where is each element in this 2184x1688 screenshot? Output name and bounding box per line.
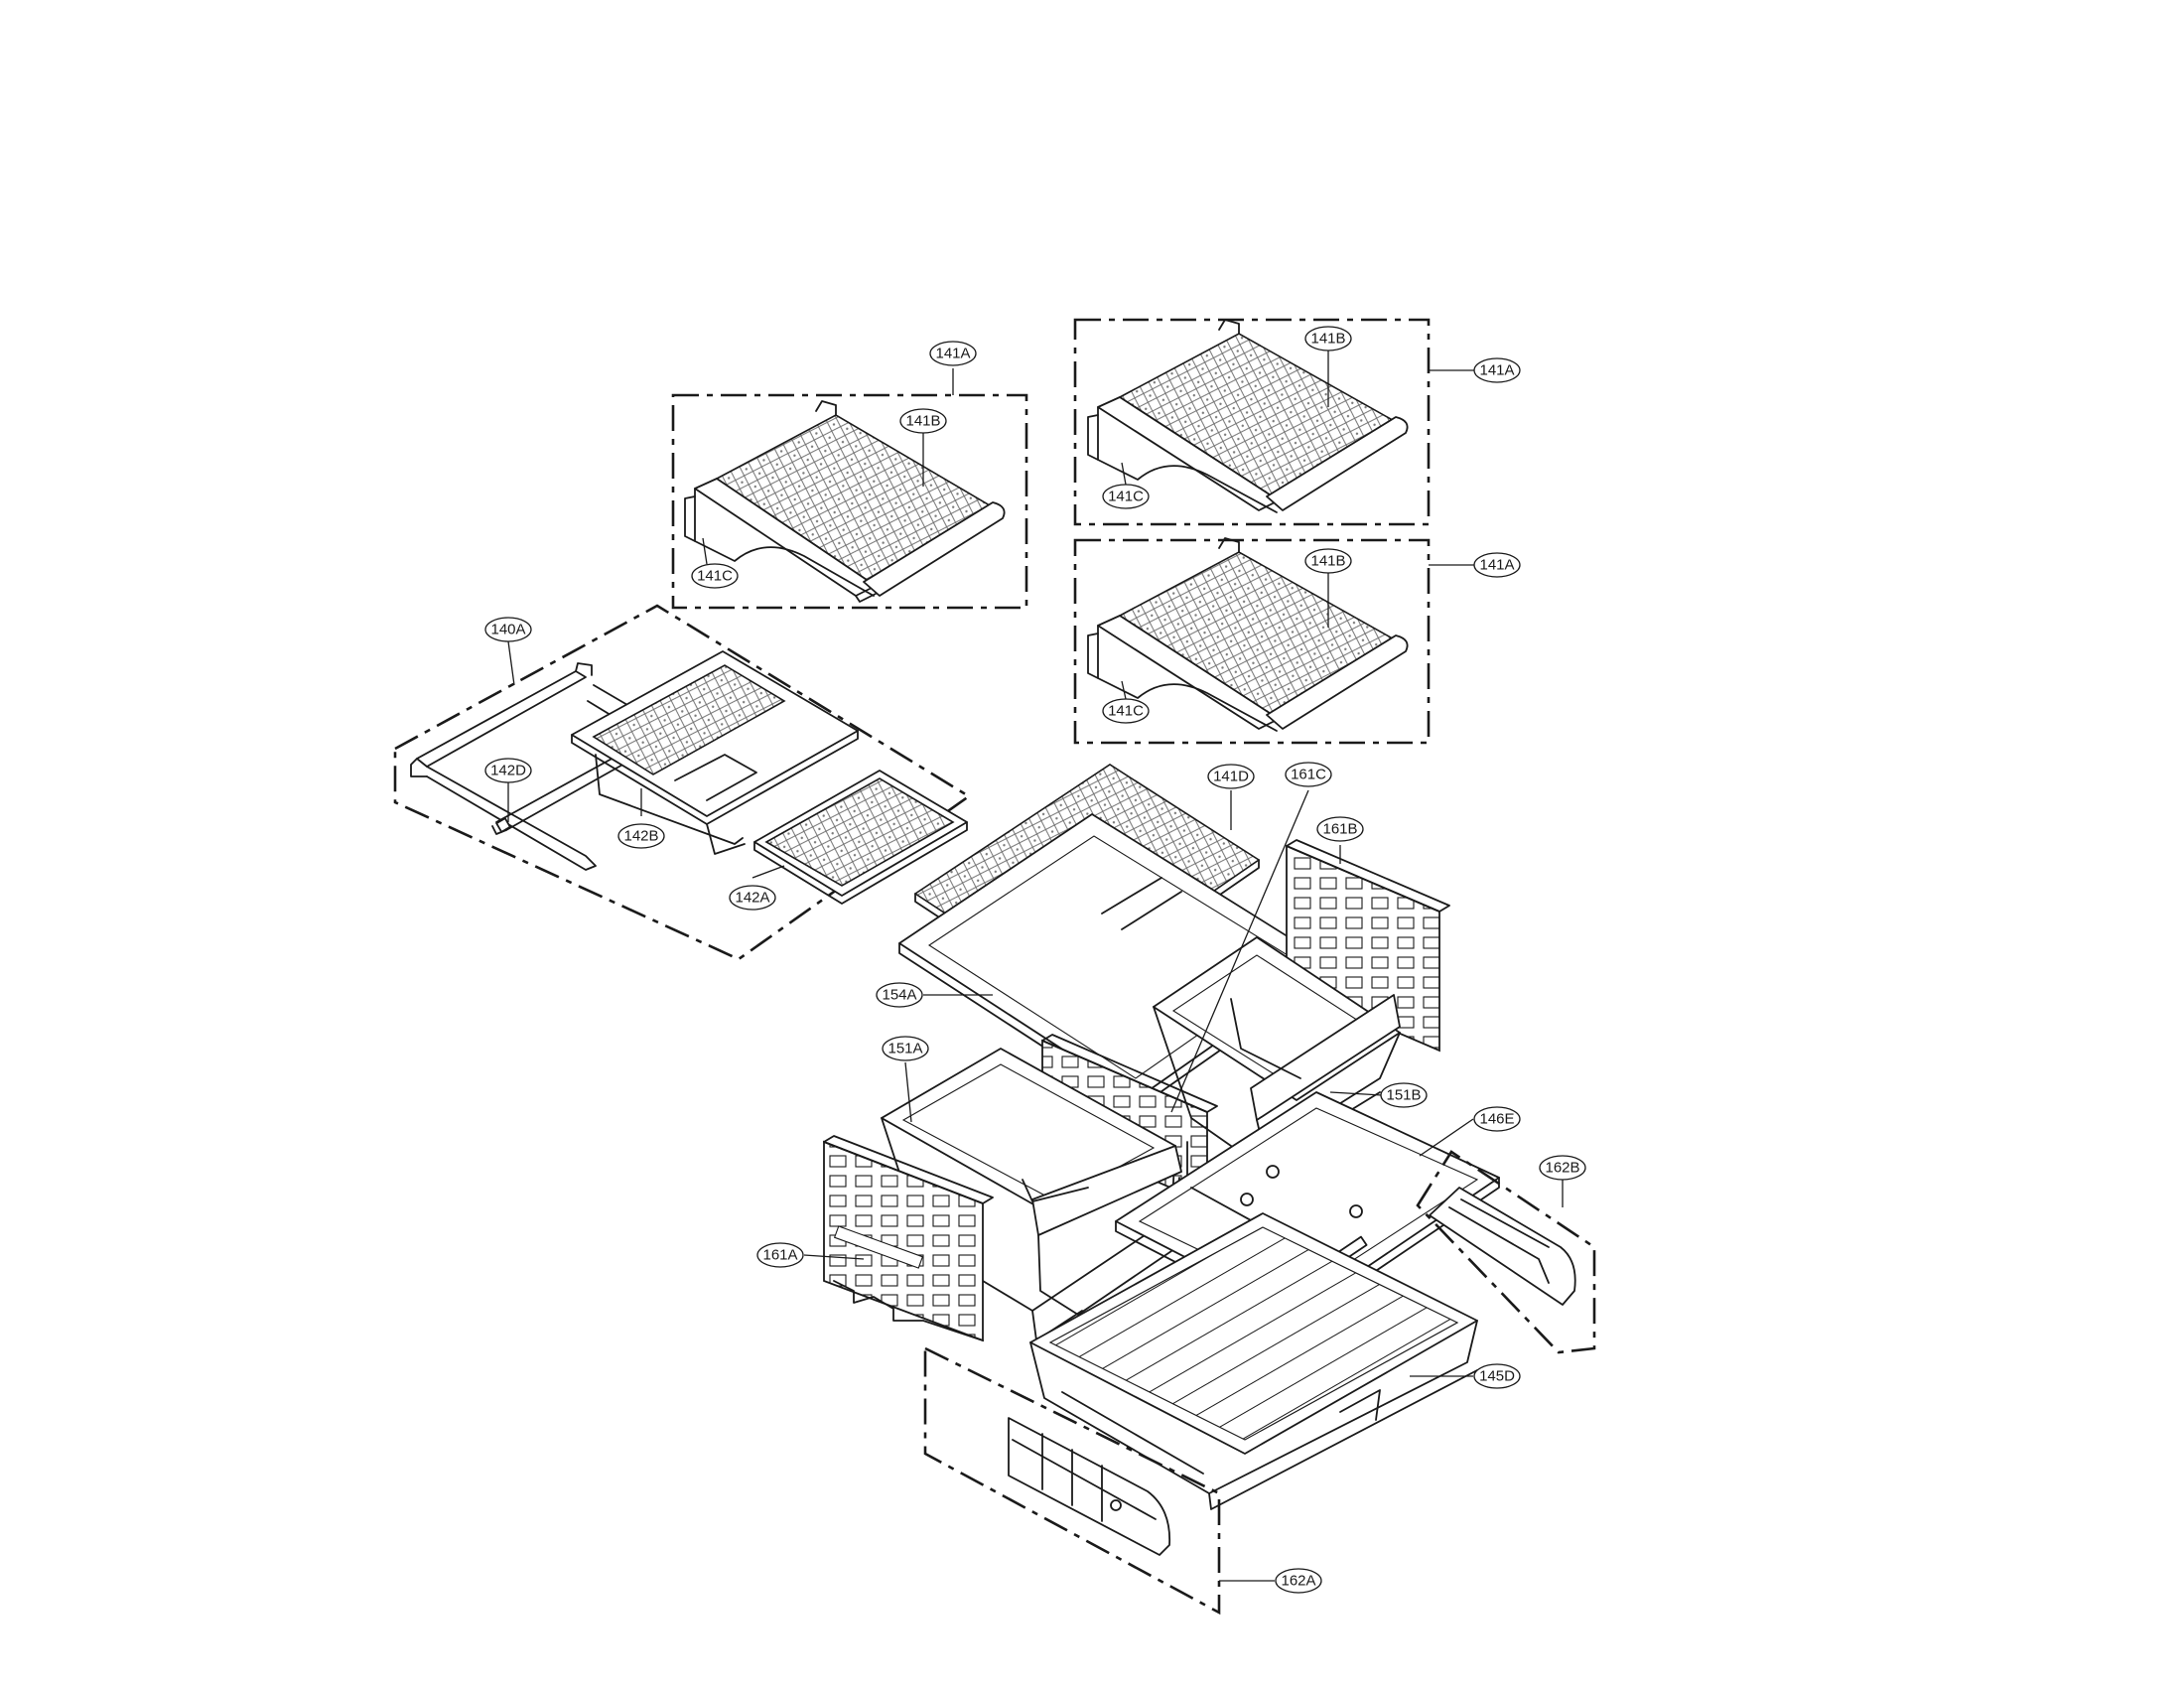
callout-141A: 141A: [929, 341, 977, 366]
drawer-rail-front: [923, 1345, 1221, 1616]
leader-lines: [507, 351, 1564, 1582]
callout-161B: 161B: [1316, 816, 1364, 842]
callout-label: 142B: [623, 828, 658, 845]
callout-label: 141C: [1108, 489, 1144, 505]
callout-label: 162B: [1545, 1160, 1579, 1177]
callout-145D: 145D: [1473, 1363, 1521, 1389]
callout-label: 141C: [697, 568, 733, 585]
callout-141C: 141C: [691, 563, 739, 589]
callout-151B: 151B: [1380, 1082, 1428, 1108]
callout-label: 141A: [1479, 362, 1514, 379]
callout-label: 140A: [490, 622, 525, 638]
callout-142D: 142D: [484, 758, 532, 783]
callout-label: 145D: [1479, 1368, 1515, 1385]
callout-label: 141B: [905, 413, 940, 430]
callout-label: 162A: [1281, 1573, 1315, 1590]
callout-154A: 154A: [876, 982, 923, 1008]
callout-162A: 162A: [1275, 1568, 1322, 1594]
callout-label: 141D: [1213, 769, 1249, 785]
callout-label: 151B: [1386, 1087, 1421, 1104]
callout-label: 142D: [490, 763, 526, 779]
callout-label: 154A: [882, 987, 916, 1004]
callout-label: 141A: [1479, 557, 1514, 574]
callout-162B: 162B: [1539, 1155, 1586, 1181]
callout-label: 141C: [1108, 703, 1144, 720]
shelf-assembly-left: [671, 393, 1028, 610]
sliding-shelf-assembly: [393, 604, 972, 961]
drawer-rail-right: [1416, 1150, 1596, 1354]
callout-142A: 142A: [729, 885, 776, 911]
callout-label: 141A: [935, 346, 970, 362]
callout-146E: 146E: [1473, 1106, 1521, 1132]
callout-141B: 141B: [899, 408, 947, 434]
callout-label: 141B: [1310, 331, 1345, 348]
callout-label: 161B: [1322, 821, 1357, 838]
callout-141B: 141B: [1304, 548, 1352, 574]
divider-left: [823, 1135, 994, 1342]
callout-label: 146E: [1479, 1111, 1514, 1128]
callout-label: 142A: [735, 890, 769, 907]
callout-142B: 142B: [617, 823, 665, 849]
shelf-assembly-middle-right: [1073, 537, 1431, 745]
shelf-assembly-top-right: [1073, 318, 1431, 526]
callout-label: 151A: [887, 1041, 922, 1057]
callout-label: 141B: [1310, 553, 1345, 570]
callout-141A: 141A: [1473, 552, 1521, 578]
callout-141B: 141B: [1304, 326, 1352, 352]
callout-141A: 141A: [1473, 357, 1521, 383]
callout-140A: 140A: [484, 617, 532, 642]
callout-151A: 151A: [882, 1036, 929, 1061]
callout-141D: 141D: [1207, 764, 1255, 789]
callout-label: 161C: [1291, 767, 1326, 783]
pantry-drawer: [1029, 1212, 1478, 1510]
callout-161C: 161C: [1285, 762, 1332, 787]
callout-141C: 141C: [1102, 484, 1150, 509]
callout-161A: 161A: [756, 1242, 804, 1268]
callout-141C: 141C: [1102, 698, 1150, 724]
callout-label: 161A: [762, 1247, 797, 1264]
